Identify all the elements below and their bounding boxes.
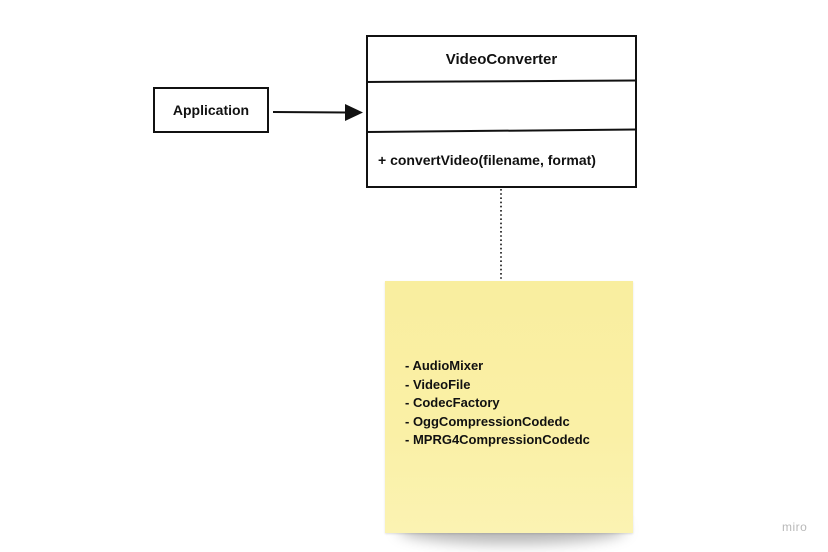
list-item: - OggCompressionCodedc [405, 413, 570, 429]
application-box[interactable]: Application [153, 87, 269, 133]
sticky-note[interactable]: - AudioMixer - VideoFile - CodecFactory … [385, 281, 633, 533]
list-item: - AudioMixer [405, 358, 484, 373]
class-name: VideoConverter [445, 51, 558, 68]
class-method: + convertVideo(filename, format) [378, 152, 596, 168]
class-divider-bottom [366, 128, 637, 133]
class-dividers [366, 79, 637, 133]
application-label: Application [172, 102, 250, 118]
class-attributes-section [368, 82, 635, 130]
association-arrow-line [272, 111, 348, 114]
list-item: - MPRG4CompressionCodedc [405, 432, 590, 447]
list-item: - VideoFile [405, 376, 471, 392]
sticky-note-list: - AudioMixer - VideoFile - CodecFactory … [405, 357, 590, 450]
class-divider-top [366, 79, 637, 83]
arrow-head-icon [345, 104, 363, 121]
miro-watermark: miro [782, 520, 808, 534]
list-item: - CodecFactory [405, 395, 500, 410]
videoconverter-class-box[interactable]: VideoConverter + convertVideo(filename, … [366, 35, 637, 188]
